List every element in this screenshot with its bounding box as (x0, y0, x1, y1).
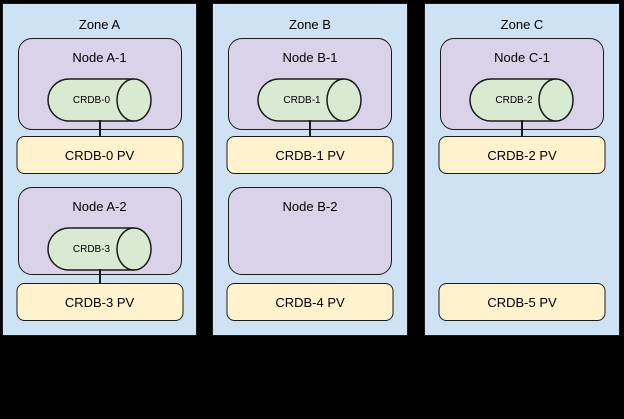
cylinder-label: CRDB-2 (495, 94, 533, 106)
cylinder-crdb-3: CRDB-3 (46, 227, 153, 271)
pv-crdb-4: CRDB-4 PV (226, 283, 394, 321)
database-cylinder-icon (46, 78, 152, 122)
node-label: Node A-1 (72, 50, 127, 65)
database-cylinder-icon (46, 227, 152, 271)
zone-b: Zone B Node B-1 CRDB-1 CRDB-1 PV Node B-… (212, 3, 408, 336)
node-label: Node C-1 (494, 50, 550, 65)
connector-line (309, 120, 311, 137)
cylinder-label: CRDB-0 (72, 94, 111, 106)
cylinder-label: CRDB-1 (283, 94, 321, 106)
node-a-2: Node A-2 CRDB-3 (17, 187, 182, 275)
node-b-2: Node B-2 (228, 187, 392, 275)
node-label: Node A-2 (72, 199, 127, 214)
cylinder-crdb-2: CRDB-2 (469, 78, 575, 122)
pv-crdb-3: CRDB-3 PV (16, 283, 183, 321)
cylinder-crdb-0: CRDB-0 (46, 78, 153, 122)
node-c-1: Node C-1 CRDB-2 (440, 38, 604, 130)
pv-crdb-2: CRDB-2 PV (438, 136, 606, 174)
pv-crdb-1: CRDB-1 PV (226, 136, 394, 174)
cylinder-label: CRDB-3 (72, 243, 111, 255)
zone-title: Zone A (78, 17, 121, 32)
zone-c: Zone C Node C-1 CRDB-2 CRDB-2 PV CRDB-5 … (424, 3, 620, 336)
zone-a: Zone A Node A-1 CRDB-0 CRDB-0 PV Node A-… (2, 3, 197, 336)
node-label: Node B-2 (282, 199, 338, 214)
connector-line (521, 120, 523, 137)
cylinder-crdb-1: CRDB-1 (257, 78, 363, 122)
node-a-1: Node A-1 CRDB-0 (17, 38, 182, 130)
connector-line (98, 269, 101, 284)
connector-line (98, 120, 101, 137)
pv-crdb-0: CRDB-0 PV (16, 136, 183, 174)
database-cylinder-icon (469, 78, 574, 122)
pv-crdb-5: CRDB-5 PV (438, 283, 606, 321)
zone-title: Zone C (500, 17, 544, 32)
database-cylinder-icon (257, 78, 362, 122)
node-label: Node B-1 (282, 50, 338, 65)
node-b-1: Node B-1 CRDB-1 (228, 38, 392, 130)
zone-title: Zone B (289, 17, 331, 32)
